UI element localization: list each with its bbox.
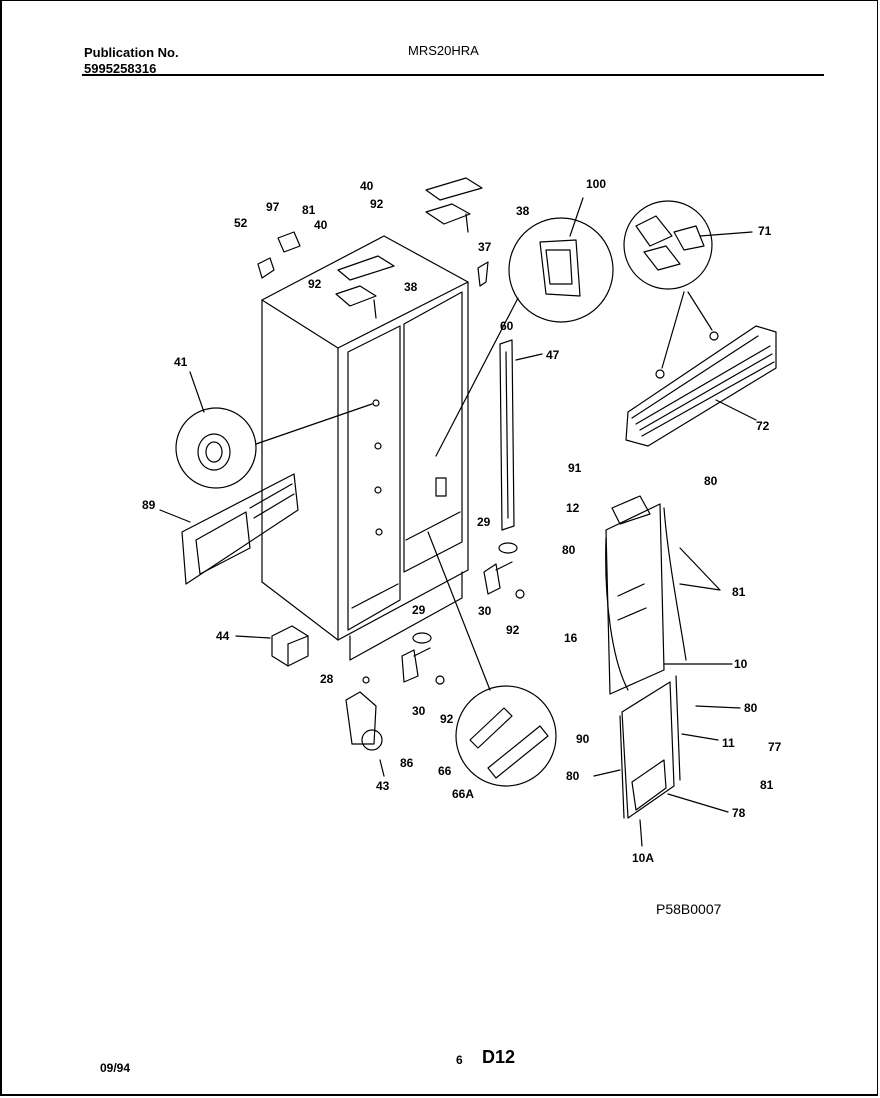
rail-47 (499, 339, 543, 531)
control-panel-89 (159, 473, 299, 585)
callout-37: 37 (478, 240, 492, 254)
panel-10 (605, 495, 733, 695)
callout-90: 90 (576, 732, 590, 746)
model-number: MRS20HRA (408, 43, 479, 58)
callout-81-top: 81 (302, 203, 316, 217)
footer-sheet: D12 (482, 1047, 516, 1067)
callout-71: 71 (758, 224, 772, 238)
detail-circle-66 (427, 531, 557, 787)
callout-66: 66 (438, 764, 452, 778)
callout-86: 86 (400, 756, 414, 770)
callout-40-mid: 40 (314, 218, 328, 232)
callout-78: 78 (732, 806, 746, 820)
callout-92-right: 92 (506, 623, 520, 637)
detail-circle-71 (623, 200, 753, 369)
lower-hinge-right (401, 542, 525, 685)
trim-strip-72 (625, 325, 777, 447)
callout-41: 41 (174, 355, 188, 369)
callout-38-top: 38 (516, 204, 530, 218)
publication-number: 5995258316 (84, 61, 157, 76)
callout-29-a: 29 (477, 515, 491, 529)
panel-10A (593, 675, 741, 847)
publication-label: Publication No. (84, 45, 179, 60)
callout-10: 10 (734, 657, 748, 671)
top-hinge-parts (257, 177, 489, 319)
footer-date: 09/94 (100, 1061, 131, 1075)
callout-44: 44 (216, 629, 230, 643)
callout-11: 11 (722, 736, 735, 750)
callout-66A: 66A (452, 787, 475, 801)
callout-81-right: 81 (732, 585, 746, 599)
cabinet-holes (372, 399, 447, 536)
footer-page: 6 (456, 1053, 463, 1067)
callout-92-low: 92 (440, 712, 454, 726)
cabinet-outline (261, 235, 469, 661)
callout-30-b: 30 (412, 704, 426, 718)
callout-97: 97 (266, 200, 280, 214)
callout-81-low: 81 (760, 778, 774, 792)
detail-circle-41 (175, 371, 373, 489)
header-rule (82, 74, 824, 76)
callout-80-a: 80 (704, 474, 718, 488)
callout-43: 43 (376, 779, 390, 793)
callout-92-mid: 92 (308, 277, 322, 291)
callout-47: 47 (546, 348, 560, 362)
callout-60-top: 60 (500, 319, 514, 333)
callout-40-top: 40 (360, 179, 374, 193)
callout-80-d: 80 (566, 769, 580, 783)
callout-30-a: 30 (478, 604, 492, 618)
callout-28: 28 (320, 672, 334, 686)
callout-29-b: 29 (412, 603, 426, 617)
callout-12: 12 (566, 501, 580, 515)
part-44 (235, 625, 309, 667)
callout-77: 77 (768, 740, 782, 754)
callout-10A: 10A (632, 851, 655, 865)
callout-38-mid: 38 (404, 280, 418, 294)
callout-92-top: 92 (370, 197, 384, 211)
callout-80-b: 80 (562, 543, 576, 557)
figure-id: P58B0007 (656, 901, 722, 917)
part-43 (345, 676, 385, 777)
detail-circle-100 (435, 197, 614, 457)
callout-91: 91 (568, 461, 582, 475)
callout-72: 72 (756, 419, 770, 433)
callout-89: 89 (142, 498, 156, 512)
callout-80-c: 80 (744, 701, 758, 715)
callout-52: 52 (234, 216, 248, 230)
callout-100: 100 (586, 177, 607, 191)
callout-16: 16 (564, 631, 578, 645)
